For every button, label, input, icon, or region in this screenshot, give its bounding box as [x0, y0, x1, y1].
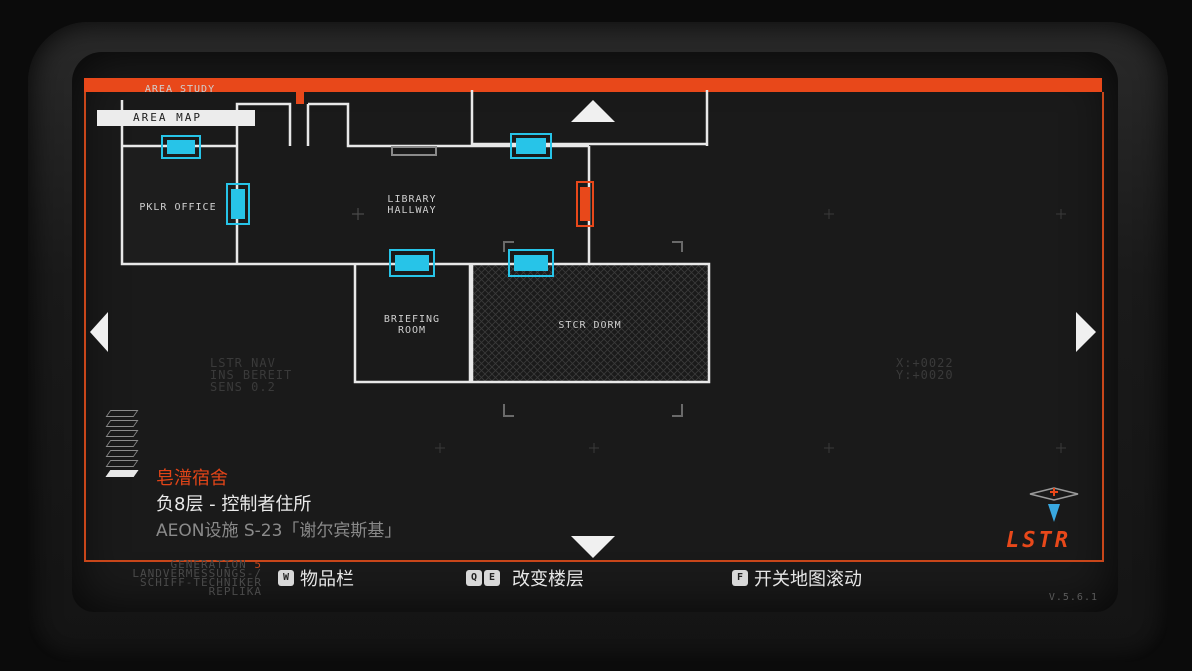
- door-briefing: [389, 249, 435, 277]
- lstr-logo: LSTR: [1006, 528, 1071, 553]
- toggle-scroll-label: 开关地图滚动: [754, 569, 862, 590]
- room-label-library-1: LIBRARY: [387, 194, 436, 205]
- floor-key-e: E: [484, 570, 500, 586]
- focus-brackets: [503, 241, 683, 417]
- floor-level-icon: [105, 410, 139, 417]
- floor-level-active-icon: [105, 470, 139, 477]
- floor-name: 负8层 - 控制者住所: [156, 494, 312, 515]
- player-marker: [352, 208, 364, 220]
- nav-status-readout: LSTR NAV INS BEREIT SENS 0.2: [210, 356, 293, 394]
- inventory-label: 物品栏: [300, 569, 354, 590]
- floor-level-icon: [105, 420, 139, 427]
- scroll-up-arrow[interactable]: [571, 100, 615, 122]
- zone-name: 皂潽宿舍: [156, 468, 228, 489]
- generation-line-2: LANDVERMESSUNGS-/: [132, 567, 262, 580]
- change-floor-label: 改变楼层: [512, 569, 584, 590]
- floor-level-icon: [105, 460, 139, 467]
- lstr-emblem-icon: [1029, 487, 1079, 522]
- version-label: V.5.6.1: [1048, 592, 1098, 603]
- change-floor-hint[interactable]: Q E 改变楼层: [466, 565, 584, 591]
- inventory-key: W: [278, 570, 294, 586]
- door-library-north: [510, 133, 552, 159]
- door-office-east: [226, 183, 250, 225]
- room-label-briefing-2: ROOM: [398, 325, 426, 336]
- room-label-office: PKLR OFFICE: [139, 202, 216, 213]
- floor-level-icon: [105, 430, 139, 437]
- door-locked-east: [576, 181, 594, 227]
- generation-label: GENERATION: [170, 558, 247, 571]
- door-icons[interactable]: [161, 133, 594, 277]
- floor-level-icon: [105, 450, 139, 457]
- room-label-library-2: HALLWAY: [387, 205, 436, 216]
- area-map-label: AREA MAP: [97, 110, 255, 126]
- screen-frame: [84, 92, 1104, 562]
- room-dorm-fill: [472, 265, 709, 382]
- generation-line-3: SCHIFF-TECHNIKER: [140, 576, 262, 589]
- room-label-briefing-1: BRIEFING: [384, 314, 440, 325]
- generation-info: GENERATION 5 LANDVERMESSUNGS-/ SCHIFF-TE…: [82, 558, 262, 598]
- coordinate-readout: X:+0022 Y:+0020: [896, 356, 954, 382]
- floor-key-q: Q: [466, 570, 482, 586]
- area-map[interactable]: AREA STUDY PKLR OFFICE LIBRARY HALLWAY B…: [72, 52, 1118, 612]
- scroll-key: F: [732, 570, 748, 586]
- facility-name: AEON设施 S-23「谢尔宾斯基」: [156, 521, 402, 541]
- header-bar: [84, 78, 1102, 92]
- door-office-north: [161, 135, 201, 159]
- scroll-left-arrow[interactable]: [90, 312, 108, 352]
- floor-level-icon: [105, 440, 139, 447]
- floor-indicator: [105, 410, 139, 480]
- door-dorm: [508, 249, 554, 277]
- toggle-scroll-hint[interactable]: F 开关地图滚动: [732, 565, 862, 591]
- generation-line-4: REPLIKA: [208, 585, 262, 598]
- map-screen: AREA STUDY PKLR OFFICE LIBRARY HALLWAY B…: [72, 52, 1118, 612]
- scroll-right-arrow[interactable]: [1076, 312, 1096, 352]
- inventory-hint[interactable]: W 物品栏: [278, 565, 354, 591]
- room-label-top: AREA STUDY: [145, 84, 215, 95]
- scroll-down-arrow[interactable]: [571, 536, 615, 558]
- controls-bar: W 物品栏 Q E 改变楼层 F 开关地图滚动: [72, 565, 1118, 591]
- generation-number: 5: [254, 558, 262, 571]
- room-label-dorm: STCR DORM: [558, 320, 621, 331]
